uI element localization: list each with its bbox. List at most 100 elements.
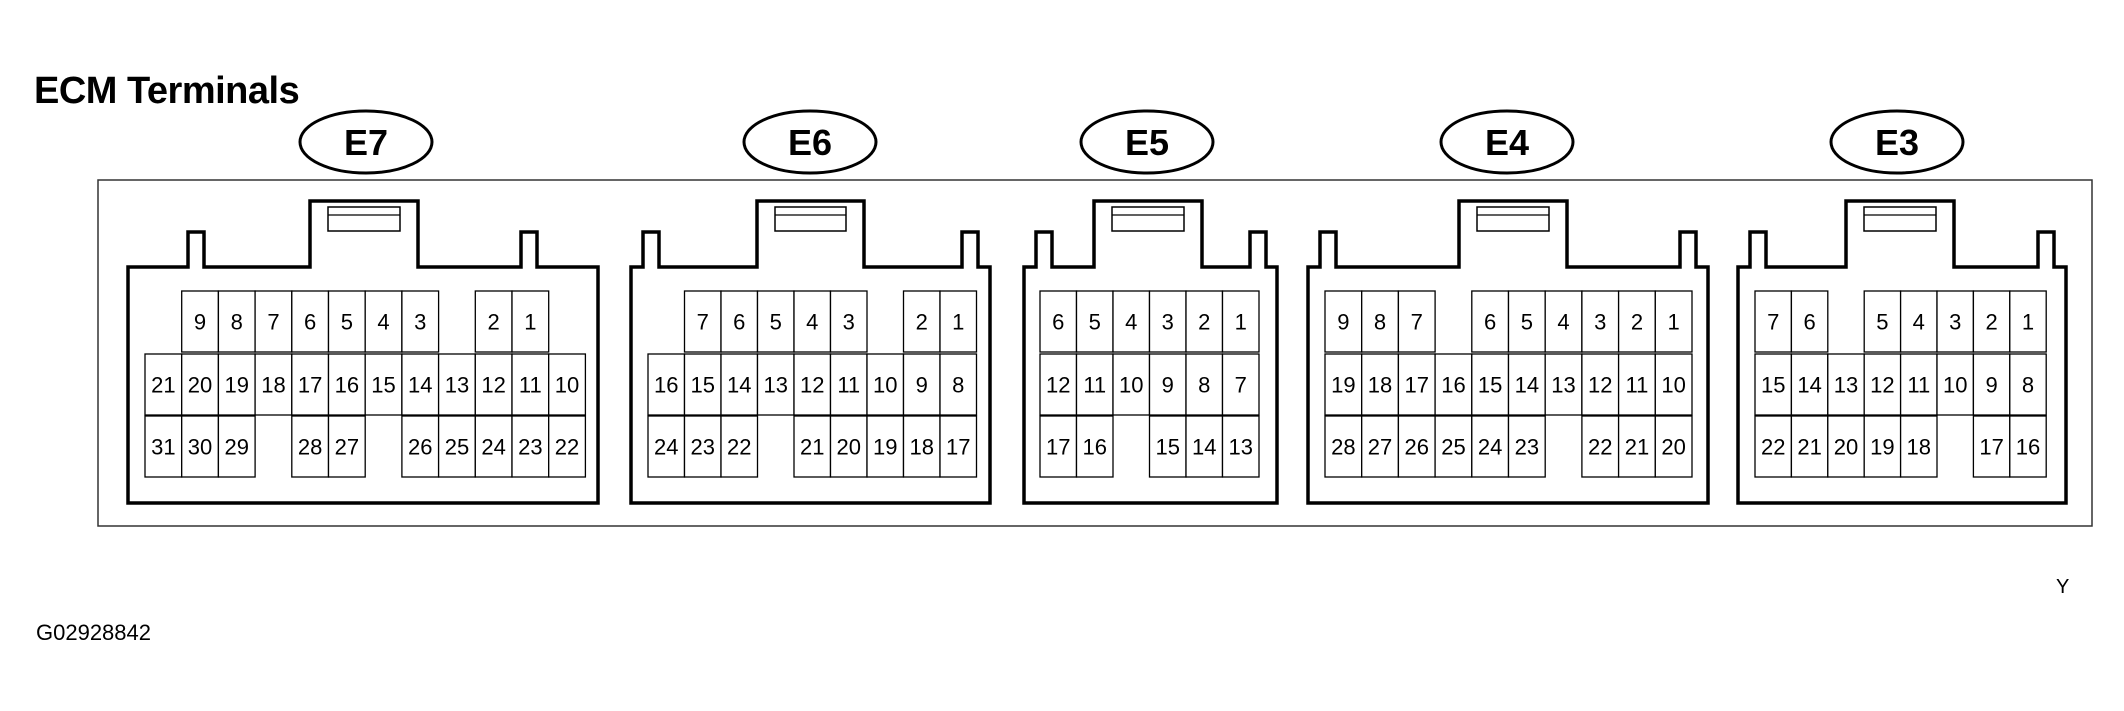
terminal-pin-number: 22 [1761, 435, 1785, 460]
terminal-pin-cell [1936, 290, 1975, 353]
terminal-pin-number: 11 [837, 373, 860, 398]
terminal-pin-cell [683, 290, 722, 353]
terminal-pin-number: 4 [1125, 310, 1137, 335]
latch-lock [1111, 206, 1185, 232]
terminal-pin-number: 23 [691, 435, 715, 460]
terminal-pin-number: 6 [304, 310, 316, 335]
terminal-pin-cell [1899, 353, 1938, 416]
terminal-pin-number: 2 [488, 310, 500, 335]
terminal-pin-cell [327, 415, 366, 478]
terminal-pin-cell [1936, 353, 1975, 416]
terminal-pin-cell [474, 290, 513, 353]
terminal-pin-cell [1754, 415, 1793, 478]
terminal-pin-number: 12 [800, 373, 824, 398]
terminal-pin-number: 21 [1797, 435, 1821, 460]
terminal-pin-number: 3 [1594, 310, 1606, 335]
terminal-pin-number: 18 [1907, 435, 1931, 460]
terminal-pin-number: 23 [1515, 435, 1539, 460]
terminal-pin-cell [401, 290, 440, 353]
terminal-pin-number: 19 [1331, 373, 1355, 398]
terminal-pin-number: 18 [910, 435, 934, 460]
terminal-pin-cell [902, 290, 941, 353]
terminal-pin-cell [144, 415, 183, 478]
terminal-pin-cell [1899, 415, 1938, 478]
terminal-pin-cell [939, 415, 978, 478]
terminal-pin-cell [1827, 415, 1865, 478]
terminal-pin-number: 11 [1907, 373, 1930, 398]
terminal-pin-number: 18 [261, 373, 285, 398]
latch-lock [327, 206, 401, 232]
connector-housing [629, 199, 992, 505]
terminal-pin-number: 16 [654, 373, 678, 398]
connector-label-ellipse [1079, 109, 1215, 175]
terminal-pin-cell [1112, 353, 1151, 416]
terminal-pin-number: 21 [151, 373, 175, 398]
connector-housing [1022, 199, 1279, 505]
terminal-pin-cell [364, 353, 403, 416]
terminal-pin-cell [1361, 353, 1400, 416]
terminal-pin-cell [1863, 353, 1902, 416]
terminal-pin-number: 9 [1985, 373, 1997, 398]
terminal-pin-number: 13 [764, 373, 788, 398]
terminal-pin-cell [181, 353, 220, 416]
terminal-pin-cell [217, 415, 256, 478]
terminal-pin-number: 16 [1083, 435, 1107, 460]
terminal-pin-cell [401, 415, 440, 478]
terminal-pin-number: 3 [1162, 310, 1174, 335]
terminal-pin-number: 2 [1985, 310, 1997, 335]
terminal-pin-number: 19 [225, 373, 249, 398]
terminal-pin-number: 22 [727, 435, 751, 460]
terminal-pin-number: 18 [1368, 373, 1392, 398]
terminal-pin-number: 15 [1156, 435, 1180, 460]
terminal-pin-number: 7 [697, 310, 709, 335]
terminal-pin-number: 21 [800, 435, 824, 460]
terminal-pin-cell [1361, 290, 1400, 353]
terminal-pin-number: 24 [654, 435, 678, 460]
connector-label-ellipse [742, 109, 878, 175]
terminal-pin-number: 19 [873, 435, 897, 460]
terminal-pin-number: 9 [916, 373, 928, 398]
terminal-pin-number: 12 [1588, 373, 1612, 398]
terminal-pin-cell [474, 415, 513, 478]
terminal-pin-number: 15 [371, 373, 395, 398]
terminal-pin-number: 8 [952, 373, 964, 398]
terminal-pin-cell [511, 290, 550, 353]
terminal-pin-number: 1 [524, 310, 536, 335]
terminal-pin-cell [181, 415, 220, 478]
terminal-pin-number: 31 [151, 435, 175, 460]
terminal-pin-cell [866, 415, 905, 478]
terminal-pin-cell [1397, 415, 1436, 478]
terminal-pin-cell [829, 415, 868, 478]
terminal-pin-cell [1471, 290, 1510, 353]
latch-lock [774, 206, 847, 232]
terminal-pin-number: 5 [1521, 310, 1533, 335]
terminal-pin-cell [1075, 353, 1114, 416]
terminal-pin-cell [720, 353, 759, 416]
terminal-pin-number: 15 [1478, 373, 1502, 398]
terminal-pin-cell [1827, 353, 1865, 416]
terminal-pin-number: 2 [916, 310, 928, 335]
terminal-pin-number: 5 [341, 310, 353, 335]
terminal-pin-number: 16 [2016, 435, 2040, 460]
terminal-pin-cell [291, 353, 330, 416]
terminal-pin-number: 12 [1870, 373, 1894, 398]
terminal-pin-cell [939, 290, 978, 353]
terminal-pin-cell [1221, 415, 1260, 478]
terminal-pin-number: 8 [1198, 373, 1210, 398]
terminal-pin-cell [1544, 353, 1583, 416]
terminal-pin-cell [327, 290, 366, 353]
terminal-pin-cell [683, 415, 722, 478]
connector-label: E5 [1125, 122, 1169, 163]
terminal-pin-number: 9 [194, 310, 206, 335]
terminal-pin-number: 27 [335, 435, 359, 460]
terminal-pin-number: 17 [1046, 435, 1070, 460]
terminal-pin-number: 4 [806, 310, 818, 335]
terminal-pin-cell [756, 353, 795, 416]
terminal-pin-number: 4 [377, 310, 389, 335]
terminal-pin-cell [1039, 290, 1078, 353]
connector-label-ellipse [1439, 109, 1575, 175]
terminal-pin-cell [1221, 290, 1260, 353]
